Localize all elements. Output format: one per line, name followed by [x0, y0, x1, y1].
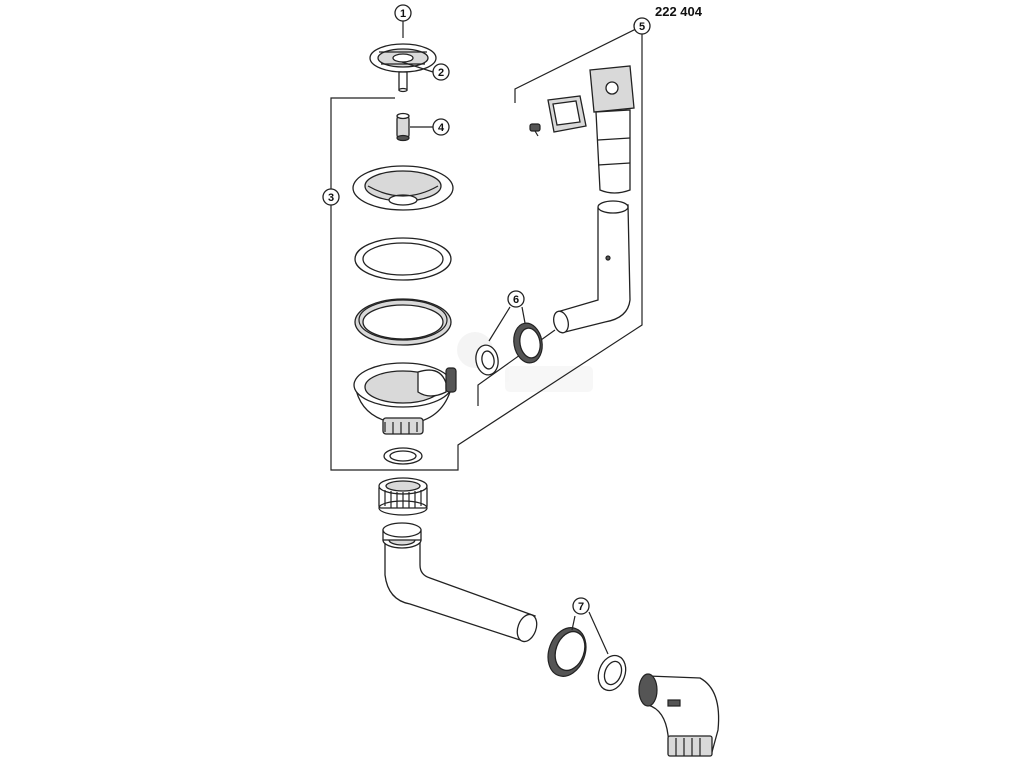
callout-6: 6	[507, 290, 525, 308]
flat-gasket	[354, 237, 452, 281]
svg-text:1: 1	[400, 8, 406, 20]
overflow-pin	[396, 112, 410, 142]
callout-2: 2	[432, 63, 450, 81]
svg-text:3: 3	[328, 192, 334, 204]
sealing-ring	[354, 298, 452, 346]
strainer-basket	[369, 43, 437, 93]
overflow-frame	[547, 95, 587, 133]
overflow-washer-6	[475, 344, 499, 376]
overflow-screw	[529, 123, 541, 137]
sink-flange	[352, 165, 454, 211]
callout-5: 5	[633, 17, 651, 35]
threaded-nut	[378, 477, 428, 516]
callout-7: 7	[572, 597, 590, 615]
elbow-connector	[638, 673, 720, 757]
svg-text:2: 2	[438, 67, 444, 79]
part-number: 222 404	[655, 4, 702, 19]
drain-body	[353, 362, 457, 435]
callout-3: 3	[322, 188, 340, 206]
callout-4: 4	[432, 118, 450, 136]
callout-1: 1	[394, 4, 412, 22]
union-nut	[547, 627, 587, 677]
overflow-hose	[553, 200, 631, 334]
drain-elbow-pipe	[382, 522, 538, 643]
washer-7	[597, 654, 627, 692]
svg-text:6: 6	[513, 294, 519, 306]
overflow-head	[589, 65, 635, 194]
svg-text:5: 5	[639, 21, 645, 33]
o-ring	[383, 447, 423, 465]
overflow-nut-6	[513, 322, 543, 364]
svg-text:4: 4	[438, 122, 445, 134]
leader-lines	[401, 21, 609, 655]
svg-text:7: 7	[578, 601, 584, 613]
